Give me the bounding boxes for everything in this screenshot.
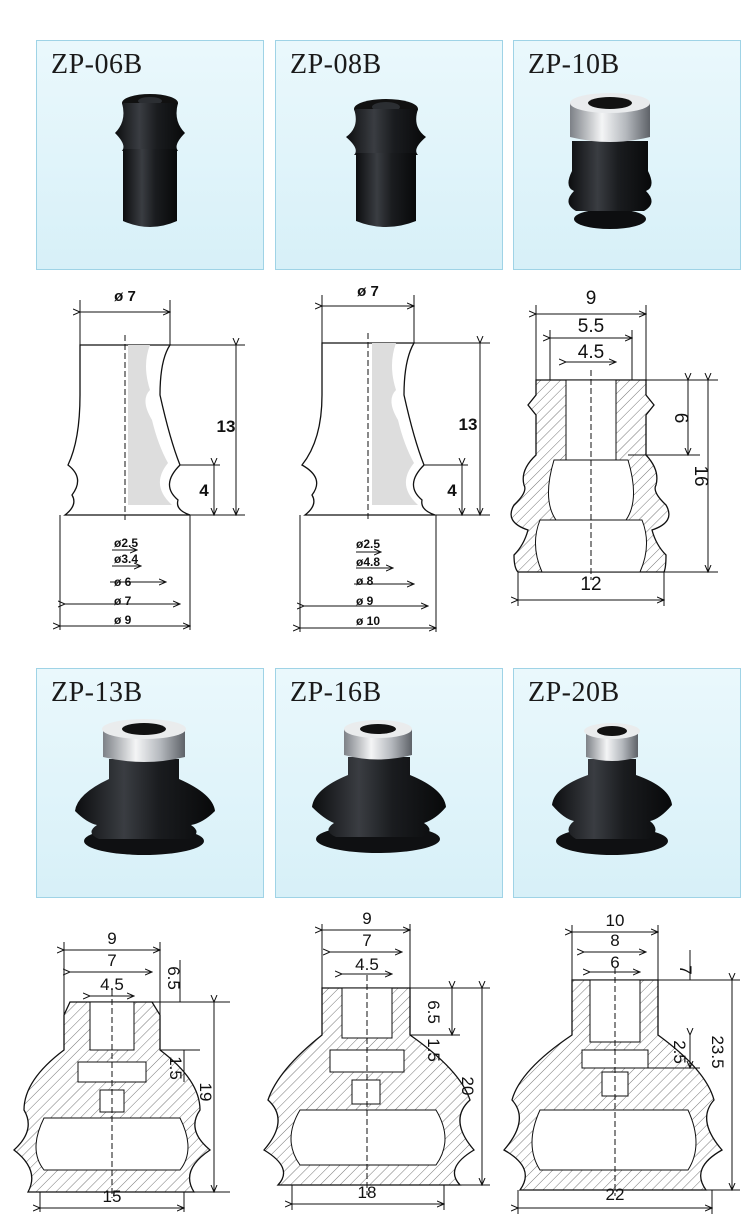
photo-card-zp10b: ZP-10B: [513, 40, 741, 270]
model-label: ZP-16B: [290, 677, 382, 708]
dim-h1: 6.5: [424, 1000, 443, 1024]
dim-w2: 7: [362, 931, 371, 950]
model-label: ZP-13B: [51, 677, 143, 708]
dim-w1: 9: [107, 929, 116, 948]
photo-card-zp06b: ZP-06B: [36, 40, 264, 270]
dim-h3: 19: [196, 1083, 215, 1102]
dim-d2: ø4.8: [356, 555, 380, 569]
dim-w1: 9: [362, 909, 371, 928]
dim-d1: ø2.5: [356, 537, 380, 551]
drawing-zp10b: [510, 305, 718, 606]
drawing-zp16b: [263, 924, 490, 1210]
drawing-zp13b: [12, 942, 230, 1212]
dim-d5: ø 9: [114, 613, 132, 627]
dim-d4: ø 9: [356, 594, 374, 608]
dim-w3: 4.5: [355, 955, 379, 974]
dim-h2: 2.5: [670, 1040, 689, 1064]
dim-h2: 1.5: [424, 1038, 443, 1062]
suction-cup-photo: [312, 720, 446, 853]
dim-h1: 6: [670, 413, 691, 424]
dim-d3: ø 6: [114, 575, 132, 589]
dim-w3: 6: [610, 953, 619, 972]
dim-h2: 1.5: [166, 1056, 185, 1080]
dim-w1: 10: [606, 911, 625, 930]
photo-card-zp08b: ZP-08B: [275, 40, 503, 270]
suction-cup-photo: [115, 94, 185, 227]
photo-card-zp16b: ZP-16B: [275, 668, 503, 898]
dim-bellow: 4: [447, 481, 457, 500]
drawing-zp08b: [300, 295, 490, 632]
drawing-zp20b: [502, 925, 740, 1214]
dim-d4: ø 7: [114, 594, 132, 608]
dim-d5: ø 10: [356, 614, 380, 628]
dim-h3: 20: [458, 1077, 477, 1096]
model-label: ZP-08B: [290, 49, 382, 80]
dim-d3: ø 8: [356, 574, 374, 588]
dim-h1: 6.5: [164, 966, 183, 990]
photo-card-zp13b: ZP-13B: [36, 668, 264, 898]
suction-cup-photo: [75, 719, 215, 855]
suction-cup-photo: [346, 99, 426, 227]
dim-height: 13: [217, 417, 236, 436]
dim-base: 18: [358, 1183, 377, 1202]
model-label: ZP-20B: [528, 677, 620, 708]
suction-cup-photo: [552, 723, 672, 855]
dim-top: ø 7: [114, 288, 136, 305]
dim-d2: ø3.4: [114, 552, 138, 566]
model-label: ZP-06B: [51, 49, 143, 80]
dim-h3: 23.5: [708, 1035, 727, 1068]
dim-w2: 7: [107, 951, 116, 970]
dim-w3: 4.5: [578, 342, 604, 363]
dim-w3: 4.5: [100, 975, 124, 994]
dim-base: 12: [580, 574, 601, 595]
dim-top: ø 7: [357, 283, 379, 300]
model-label: ZP-10B: [528, 49, 620, 80]
dim-w1: 9: [586, 288, 597, 309]
drawing-zp06b: [60, 300, 245, 630]
dim-height: 13: [459, 415, 478, 434]
dim-h1: 7: [676, 965, 695, 974]
dim-h2: 16: [690, 465, 711, 486]
photo-card-zp20b: ZP-20B: [513, 668, 741, 898]
dim-base: 22: [606, 1185, 625, 1204]
dim-bellow: 4: [199, 481, 209, 500]
suction-cup-photo: [568, 93, 652, 229]
dim-w2: 8: [610, 931, 619, 950]
dim-w2: 5.5: [578, 316, 604, 337]
dim-base: 15: [103, 1187, 122, 1206]
dim-d1: ø2.5: [114, 536, 138, 550]
